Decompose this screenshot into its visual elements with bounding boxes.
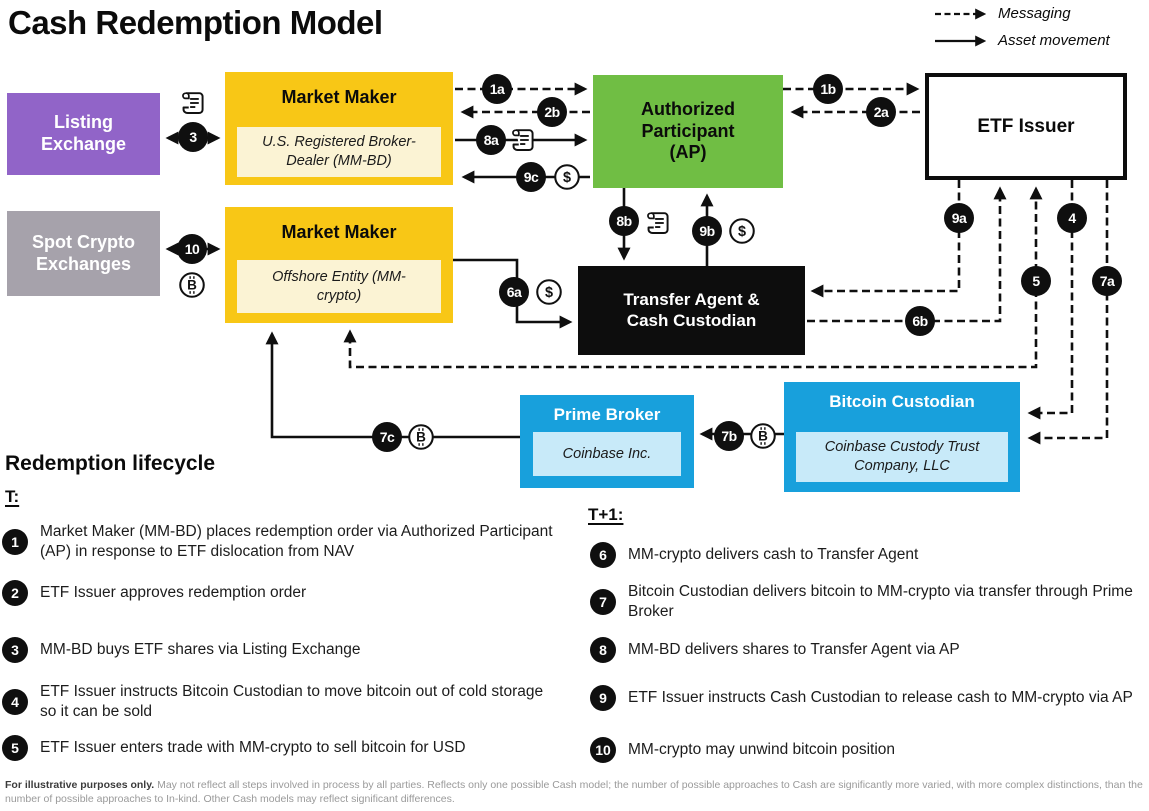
badge-9a: 9a bbox=[944, 203, 974, 233]
lifecycle-step-9: 9 ETF Issuer instructs Cash Custodian to… bbox=[590, 678, 1133, 718]
prime-broker-label: Prime Broker bbox=[553, 405, 661, 424]
legend-asset-label: Asset movement bbox=[998, 32, 1110, 49]
dollar-icon: $ bbox=[729, 218, 755, 244]
lifecycle-step-1: 1 Market Maker (MM-BD) places redemption… bbox=[2, 522, 555, 562]
bitcoin-custodian-sublabel: Coinbase Custody Trust Company, LLC bbox=[796, 432, 1008, 482]
scroll-icon bbox=[512, 129, 534, 152]
lifecycle-step-5: 5 ETF Issuer enters trade with MM-crypto… bbox=[2, 733, 555, 763]
step-text: MM-BD buys ETF shares via Listing Exchan… bbox=[40, 641, 361, 659]
step-text: MM-BD delivers shares to Transfer Agent … bbox=[628, 641, 960, 659]
legend-messaging-label: Messaging bbox=[998, 5, 1071, 22]
market-maker-bd-label: Market Maker bbox=[281, 87, 397, 107]
svg-text:$: $ bbox=[545, 285, 553, 301]
step-number: 10 bbox=[590, 737, 616, 763]
step-text: Bitcoin Custodian delivers bitcoin to MM… bbox=[628, 583, 1133, 620]
box-bitcoin-custodian: Bitcoin Custodian Coinbase Custody Trust… bbox=[784, 382, 1020, 492]
badge-8a: 8a bbox=[476, 125, 506, 155]
step-text: Market Maker (MM-BD) places redemption o… bbox=[40, 523, 553, 560]
market-maker-crypto-sublabel: Offshore Entity (MM-crypto) bbox=[237, 260, 441, 313]
etf-issuer-label: ETF Issuer bbox=[977, 115, 1075, 137]
box-market-maker-bd: Market Maker U.S. Registered Broker-Deal… bbox=[225, 72, 453, 185]
badge-6b: 6b bbox=[905, 306, 935, 336]
lifecycle-step-2: 2 ETF Issuer approves redemption order bbox=[2, 578, 555, 608]
bitcoin-icon: B bbox=[750, 423, 776, 449]
bitcoin-icon: B bbox=[179, 272, 205, 298]
t1-heading: T+1: bbox=[588, 505, 624, 524]
step-text: MM-crypto may unwind bitcoin position bbox=[628, 741, 896, 759]
step-number: 2 bbox=[2, 580, 28, 606]
step-number: 5 bbox=[2, 735, 28, 761]
step-number: 6 bbox=[590, 542, 616, 568]
svg-text:B: B bbox=[416, 430, 426, 445]
badge-2a: 2a bbox=[866, 97, 896, 127]
box-etf-issuer: ETF Issuer bbox=[925, 73, 1127, 180]
edge-4-messaging bbox=[1027, 180, 1074, 420]
edge-7a-messaging bbox=[1027, 180, 1109, 445]
box-listing-exchange: Listing Exchange bbox=[7, 93, 160, 175]
badge-6a: 6a bbox=[499, 277, 529, 307]
step-number: 3 bbox=[2, 637, 28, 663]
footnote: For illustrative purposes only. May not … bbox=[5, 778, 1145, 806]
bitcoin-icon: B bbox=[408, 424, 434, 450]
bitcoin-custodian-label: Bitcoin Custodian bbox=[829, 392, 975, 411]
badge-5: 5 bbox=[1021, 266, 1051, 296]
box-authorized-participant: Authorized Participant (AP) bbox=[593, 75, 783, 188]
svg-text:B: B bbox=[758, 429, 768, 444]
market-maker-bd-sublabel: U.S. Registered Broker-Dealer (MM-BD) bbox=[237, 127, 441, 177]
t-heading: T: bbox=[5, 487, 20, 506]
box-market-maker-crypto: Market Maker Offshore Entity (MM-crypto) bbox=[225, 207, 453, 323]
lifecycle-step-4: 4 ETF Issuer instructs Bitcoin Custodian… bbox=[2, 682, 555, 722]
step-text: ETF Issuer approves redemption order bbox=[40, 584, 307, 602]
step-number: 1 bbox=[2, 529, 28, 555]
footnote-lead: For illustrative purposes only. bbox=[5, 779, 155, 791]
lifecycle-step-6: 6 MM-crypto delivers cash to Transfer Ag… bbox=[590, 540, 1133, 570]
dollar-icon: $ bbox=[554, 164, 580, 190]
edge-9a-messaging bbox=[810, 180, 961, 298]
badge-7a: 7a bbox=[1092, 266, 1122, 296]
transfer-agent-label: Transfer Agent & Cash Custodian bbox=[623, 289, 760, 330]
box-transfer-agent: Transfer Agent & Cash Custodian bbox=[578, 266, 805, 355]
step-number: 7 bbox=[590, 589, 616, 615]
step-number: 8 bbox=[590, 637, 616, 663]
dollar-icon: $ bbox=[536, 279, 562, 305]
step-text: MM-crypto delivers cash to Transfer Agen… bbox=[628, 546, 919, 564]
lifecycle-step-3: 3 MM-BD buys ETF shares via Listing Exch… bbox=[2, 635, 555, 665]
step-text: ETF Issuer enters trade with MM-crypto t… bbox=[40, 739, 466, 757]
box-spot-crypto-exchanges: Spot Crypto Exchanges bbox=[7, 211, 160, 296]
step-text: ETF Issuer instructs Cash Custodian to r… bbox=[628, 689, 1133, 707]
badge-1b: 1b bbox=[813, 74, 843, 104]
badge-8b: 8b bbox=[609, 206, 639, 236]
page-title: Cash Redemption Model bbox=[8, 4, 383, 41]
badge-10: 10 bbox=[177, 234, 207, 264]
svg-text:B: B bbox=[187, 278, 197, 293]
scroll-icon bbox=[647, 212, 669, 235]
scroll-icon bbox=[182, 92, 204, 115]
lifecycle-step-8: 8 MM-BD delivers shares to Transfer Agen… bbox=[590, 635, 1133, 665]
badge-7b: 7b bbox=[714, 421, 744, 451]
box-prime-broker: Prime Broker Coinbase Inc. bbox=[520, 395, 694, 488]
spot-crypto-label: Spot Crypto Exchanges bbox=[32, 231, 135, 274]
step-text: ETF Issuer instructs Bitcoin Custodian t… bbox=[40, 683, 544, 720]
svg-text:$: $ bbox=[738, 224, 746, 240]
listing-exchange-label: Listing Exchange bbox=[40, 112, 127, 154]
footnote-text: May not reflect all steps involved in pr… bbox=[5, 779, 1143, 806]
step-number: 4 bbox=[2, 689, 28, 715]
badge-2b: 2b bbox=[537, 97, 567, 127]
lifecycle-step-7: 7 Bitcoin Custodian delivers bitcoin to … bbox=[590, 582, 1133, 622]
badge-4: 4 bbox=[1057, 203, 1087, 233]
authorized-participant-label: Authorized Participant (AP) bbox=[641, 98, 735, 163]
badge-7c: 7c bbox=[372, 422, 402, 452]
badge-3: 3 bbox=[178, 122, 208, 152]
badge-1a: 1a bbox=[482, 74, 512, 104]
step-number: 9 bbox=[590, 685, 616, 711]
prime-broker-sublabel: Coinbase Inc. bbox=[533, 432, 681, 476]
edge-7c-asset bbox=[265, 331, 520, 439]
market-maker-crypto-label: Market Maker bbox=[281, 222, 397, 242]
badge-9b: 9b bbox=[692, 216, 722, 246]
badge-9c: 9c bbox=[516, 162, 546, 192]
lifecycle-step-10: 10 MM-crypto may unwind bitcoin position bbox=[590, 735, 1133, 765]
svg-text:$: $ bbox=[563, 170, 571, 186]
lifecycle-heading: Redemption lifecycle bbox=[5, 452, 216, 475]
